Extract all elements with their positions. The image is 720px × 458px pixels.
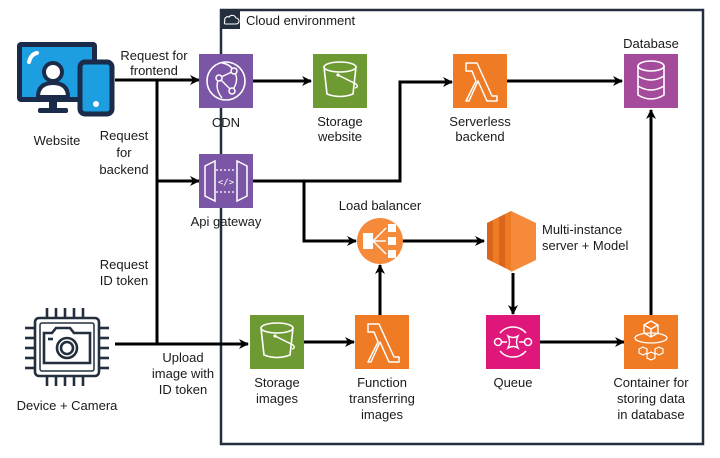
edge-label-backend-1: Request bbox=[99, 128, 149, 143]
edge-label-upload-3: ID token bbox=[158, 382, 208, 397]
api-gateway-icon[interactable]: </> bbox=[199, 154, 253, 208]
container-label-2: storing data bbox=[617, 391, 685, 406]
cdn-label: CDN bbox=[211, 115, 241, 130]
cloud-environment-boundary bbox=[219, 8, 705, 446]
website-label: Website bbox=[33, 133, 81, 148]
edge-label-token-2: ID token bbox=[99, 273, 149, 288]
load-balancer-label: Load balancer bbox=[338, 198, 422, 213]
storage-website-label-2: website bbox=[317, 129, 363, 144]
website-devices-icon[interactable] bbox=[17, 42, 115, 117]
edge-label-upload-2: image with bbox=[151, 366, 215, 381]
cloud-environment-title: Cloud environment bbox=[246, 13, 356, 28]
storage-images-label-2: images bbox=[256, 391, 298, 406]
container-icon[interactable] bbox=[624, 315, 678, 369]
edge-label-upload-1: Upload bbox=[162, 350, 204, 365]
ec2-instances-icon[interactable] bbox=[487, 211, 536, 272]
edge-label-token-1: Request bbox=[99, 257, 149, 272]
bucket-icon[interactable] bbox=[250, 315, 304, 369]
storage-images-label-1: Storage bbox=[254, 375, 300, 390]
cdn-globe-icon[interactable] bbox=[199, 54, 253, 108]
cloud-icon bbox=[221, 10, 240, 29]
function-label-3: images bbox=[361, 407, 403, 422]
svg-text:</>: </> bbox=[218, 178, 235, 188]
queue-icon[interactable] bbox=[486, 315, 540, 369]
lambda-icon[interactable] bbox=[355, 315, 409, 369]
function-label-2: transferring bbox=[349, 391, 415, 406]
edge-api-serverless bbox=[253, 77, 453, 183]
container-label-1: Container for bbox=[613, 375, 689, 390]
serverless-label-1: Serverless bbox=[449, 114, 511, 129]
container-label-3: in database bbox=[617, 407, 685, 422]
serverless-label-2: backend bbox=[455, 129, 505, 144]
database-icon[interactable] bbox=[624, 54, 678, 108]
bucket-icon[interactable] bbox=[313, 54, 367, 108]
api-gateway-label: Api gateway bbox=[190, 214, 262, 229]
edge-api-loadbalancer bbox=[302, 181, 357, 246]
device-label: Device + Camera bbox=[16, 398, 118, 413]
function-label-1: Function bbox=[357, 375, 407, 390]
edge-label-frontend-2: frontend bbox=[130, 63, 178, 78]
edge-label-frontend-1: Request for bbox=[120, 48, 188, 63]
storage-website-label-1: Storage bbox=[317, 114, 363, 129]
lambda-icon[interactable] bbox=[453, 54, 507, 108]
edge-label-backend-2: for bbox=[116, 145, 132, 160]
edge-label-backend-3: backend bbox=[99, 162, 149, 177]
multi-instance-label-1: Multi-instance bbox=[542, 222, 623, 237]
load-balancer-icon[interactable] bbox=[357, 218, 403, 264]
multi-instance-label-2: server + Model bbox=[542, 238, 629, 253]
database-label: Database bbox=[623, 36, 679, 51]
camera-chip-icon[interactable] bbox=[25, 308, 109, 386]
queue-label: Queue bbox=[493, 375, 533, 390]
connections bbox=[115, 75, 656, 349]
